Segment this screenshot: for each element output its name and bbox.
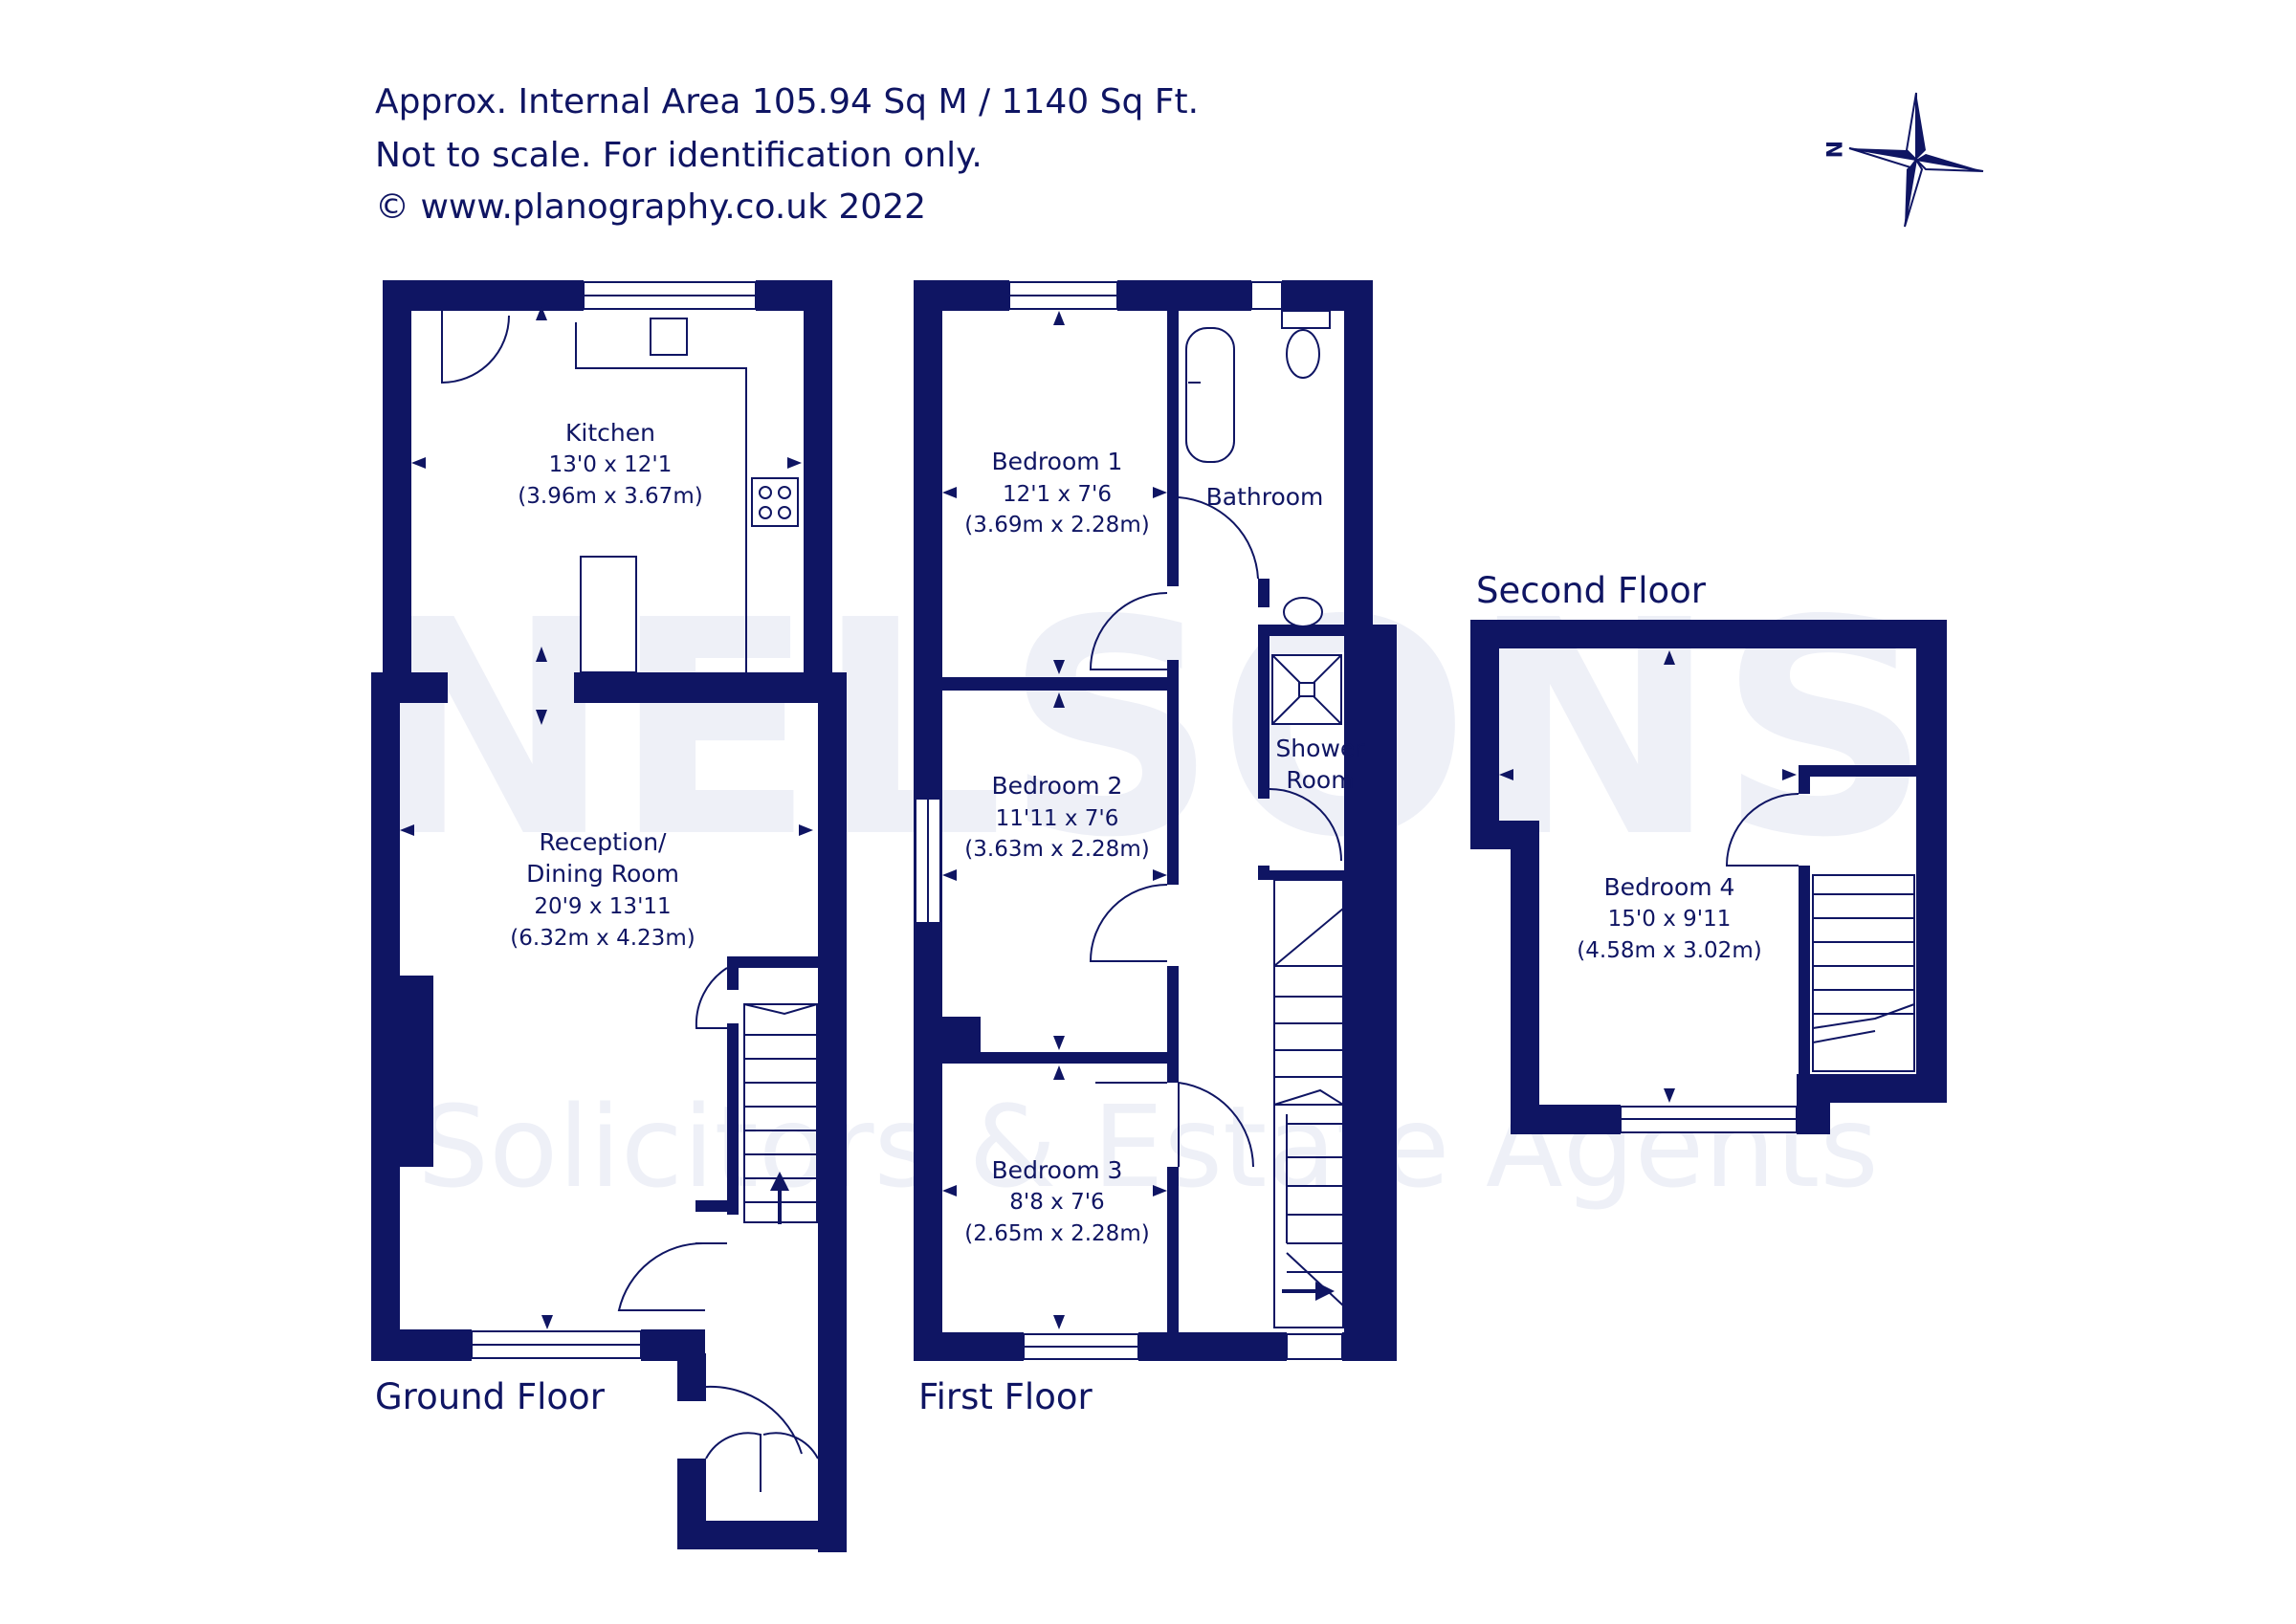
kitchen-imperial: 13'0 x 12'1 — [549, 452, 673, 477]
bedroom4-name: Bedroom 4 — [1604, 873, 1735, 901]
first-stairs — [1273, 879, 1344, 1328]
shower-name-line2: Room — [1286, 766, 1354, 794]
first-floor-label: First Floor — [918, 1376, 1093, 1417]
reception-metric: (6.32m x 4.23m) — [510, 926, 695, 951]
compass-north-label: N — [1821, 141, 1844, 158]
second-floor-label: Second Floor — [1476, 570, 1707, 611]
compass-icon: N — [1821, 92, 1984, 228]
scale-note: Not to scale. For identification only. — [375, 136, 982, 175]
bedroom3-imperial: 8'8 x 7'6 — [1009, 1190, 1104, 1215]
kitchen-name: Kitchen — [565, 419, 655, 447]
ground-floor: Kitchen 13'0 x 12'1 (3.96m x 3.67m) Rece… — [371, 280, 847, 1552]
bedroom4-imperial: 15'0 x 9'11 — [1608, 907, 1732, 932]
second-stairs — [1812, 874, 1915, 1072]
ground-floor-label: Ground Floor — [375, 1376, 606, 1417]
bathroom-name: Bathroom — [1206, 483, 1324, 511]
reception-name-line1: Reception/ — [540, 828, 668, 856]
bedroom3-name: Bedroom 3 — [992, 1156, 1123, 1184]
bedroom1-imperial: 12'1 x 7'6 — [1003, 482, 1112, 507]
bedroom2-name: Bedroom 2 — [992, 772, 1123, 800]
reception-imperial: 20'9 x 13'11 — [534, 894, 671, 919]
bedroom1-metric: (3.69m x 2.28m) — [964, 513, 1149, 538]
bedroom2-metric: (3.63m x 2.28m) — [964, 837, 1149, 862]
area-text: Approx. Internal Area 105.94 Sq M / 1140… — [375, 82, 1200, 121]
reception-name-line2: Dining Room — [526, 860, 679, 888]
shower-name-line1: Shower — [1275, 735, 1365, 762]
watermark-tagline: Solicitors & Estate Agents — [417, 1081, 1879, 1213]
bedroom3-metric: (2.65m x 2.28m) — [964, 1221, 1149, 1246]
bedroom1-name: Bedroom 1 — [992, 448, 1123, 475]
second-floor: Second Floor — [1470, 570, 1947, 1134]
first-floor: Bedroom 1 12'1 x 7'6 (3.69m x 2.28m) Bat… — [914, 280, 1397, 1417]
watermark: NELSONS Solicitors & Estate Agents — [364, 558, 1932, 1213]
ground-stairs — [743, 1003, 818, 1224]
bedroom2-imperial: 11'11 x 7'6 — [996, 806, 1119, 831]
copyright-text: © www.planography.co.uk 2022 — [375, 187, 927, 227]
kitchen-metric: (3.96m x 3.67m) — [518, 484, 702, 509]
bedroom4-metric: (4.58m x 3.02m) — [1577, 938, 1761, 963]
